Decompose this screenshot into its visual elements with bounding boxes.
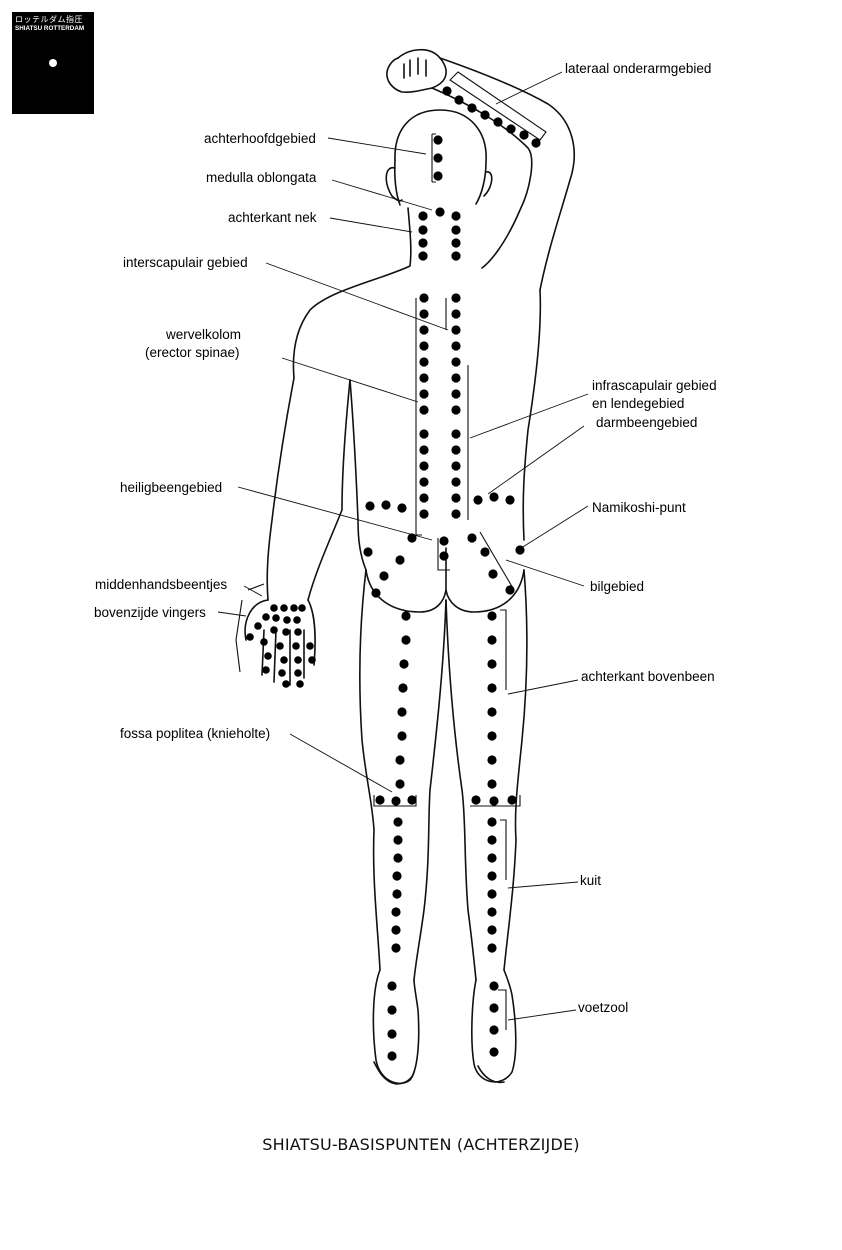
label-medulla-oblongata: medulla oblongata: [206, 170, 317, 185]
label-erector-spinae: (erector spinae): [145, 345, 240, 360]
logo-name: SHIATSU ROTTERDAM: [15, 25, 85, 32]
label-wervelkolom: wervelkolom: [166, 327, 242, 342]
label-infrascapulair-gebied: infrascapulair gebied: [592, 378, 717, 393]
pressure-points: [246, 86, 541, 1061]
label-bovenzijde-vingers: bovenzijde vingers: [94, 605, 206, 620]
leader-lines: [217, 71, 589, 1021]
label-lendegebied: en lendegebied: [592, 396, 685, 411]
label-darmbeengebied: darmbeengebied: [596, 415, 698, 430]
label-achterhoofdgebied: achterhoofdgebied: [204, 131, 316, 146]
logo-dot: [49, 59, 57, 67]
label-fossa-poplitea: fossa poplitea (knieholte): [120, 726, 271, 741]
label-achterkant-nek: achterkant nek: [228, 210, 317, 225]
label-lateraal-onderarmgebied: lateraal onderarmgebied: [565, 61, 712, 76]
shiatsu-rotterdam-logo: ロッテルダム指圧 SHIATSU ROTTERDAM: [12, 12, 94, 114]
label-bilgebied: bilgebied: [590, 579, 645, 594]
label-middenhandsbeentjes: middenhandsbeentjes: [95, 577, 228, 592]
label-heiligbeengebied: heiligbeengebied: [120, 480, 223, 495]
diagram-caption: SHIATSU-BASISPUNTEN (ACHTERZIJDE): [262, 1135, 580, 1154]
label-interscapulair-gebied: interscapulair gebied: [123, 255, 248, 270]
label-namikoshi-punt: Namikoshi-punt: [592, 500, 686, 515]
body-outline: [244, 48, 575, 1085]
logo-japanese-text: ロッテルダム指圧: [15, 15, 83, 24]
label-achterkant-bovenbeen: achterkant bovenbeen: [581, 669, 715, 684]
label-voetzool: voetzool: [578, 1000, 629, 1015]
label-kuit: kuit: [580, 873, 602, 888]
